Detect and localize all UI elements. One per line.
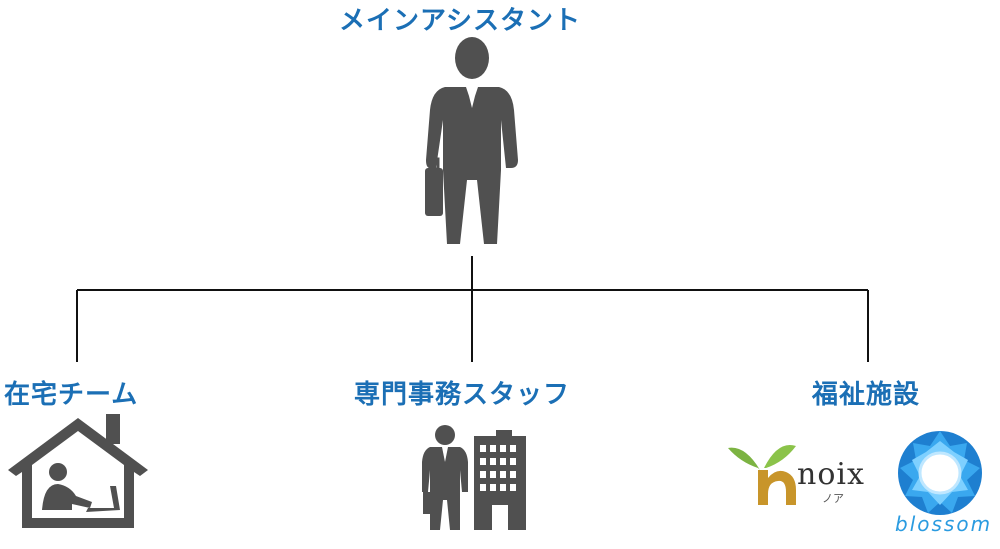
office-staff-title: 専門事務スタッフ — [354, 380, 571, 410]
house-remote-worker-icon — [8, 414, 148, 528]
welfare-facility-title: 福祉施設 — [812, 380, 921, 410]
businessman-icon — [425, 37, 518, 244]
connector-lines — [76, 256, 869, 362]
office-worker-building-icon — [422, 425, 526, 530]
noix-logo-mark — [728, 444, 796, 505]
noix-logo-subtext: ノア — [822, 492, 844, 505]
main-assistant-title: メインアシスタント — [339, 6, 581, 36]
home-team-title: 在宅チーム — [4, 380, 139, 410]
blossom-logo-text: blossom — [895, 512, 993, 536]
blossom-logo-mark — [898, 431, 982, 515]
noix-logo-text: noix — [797, 457, 865, 492]
